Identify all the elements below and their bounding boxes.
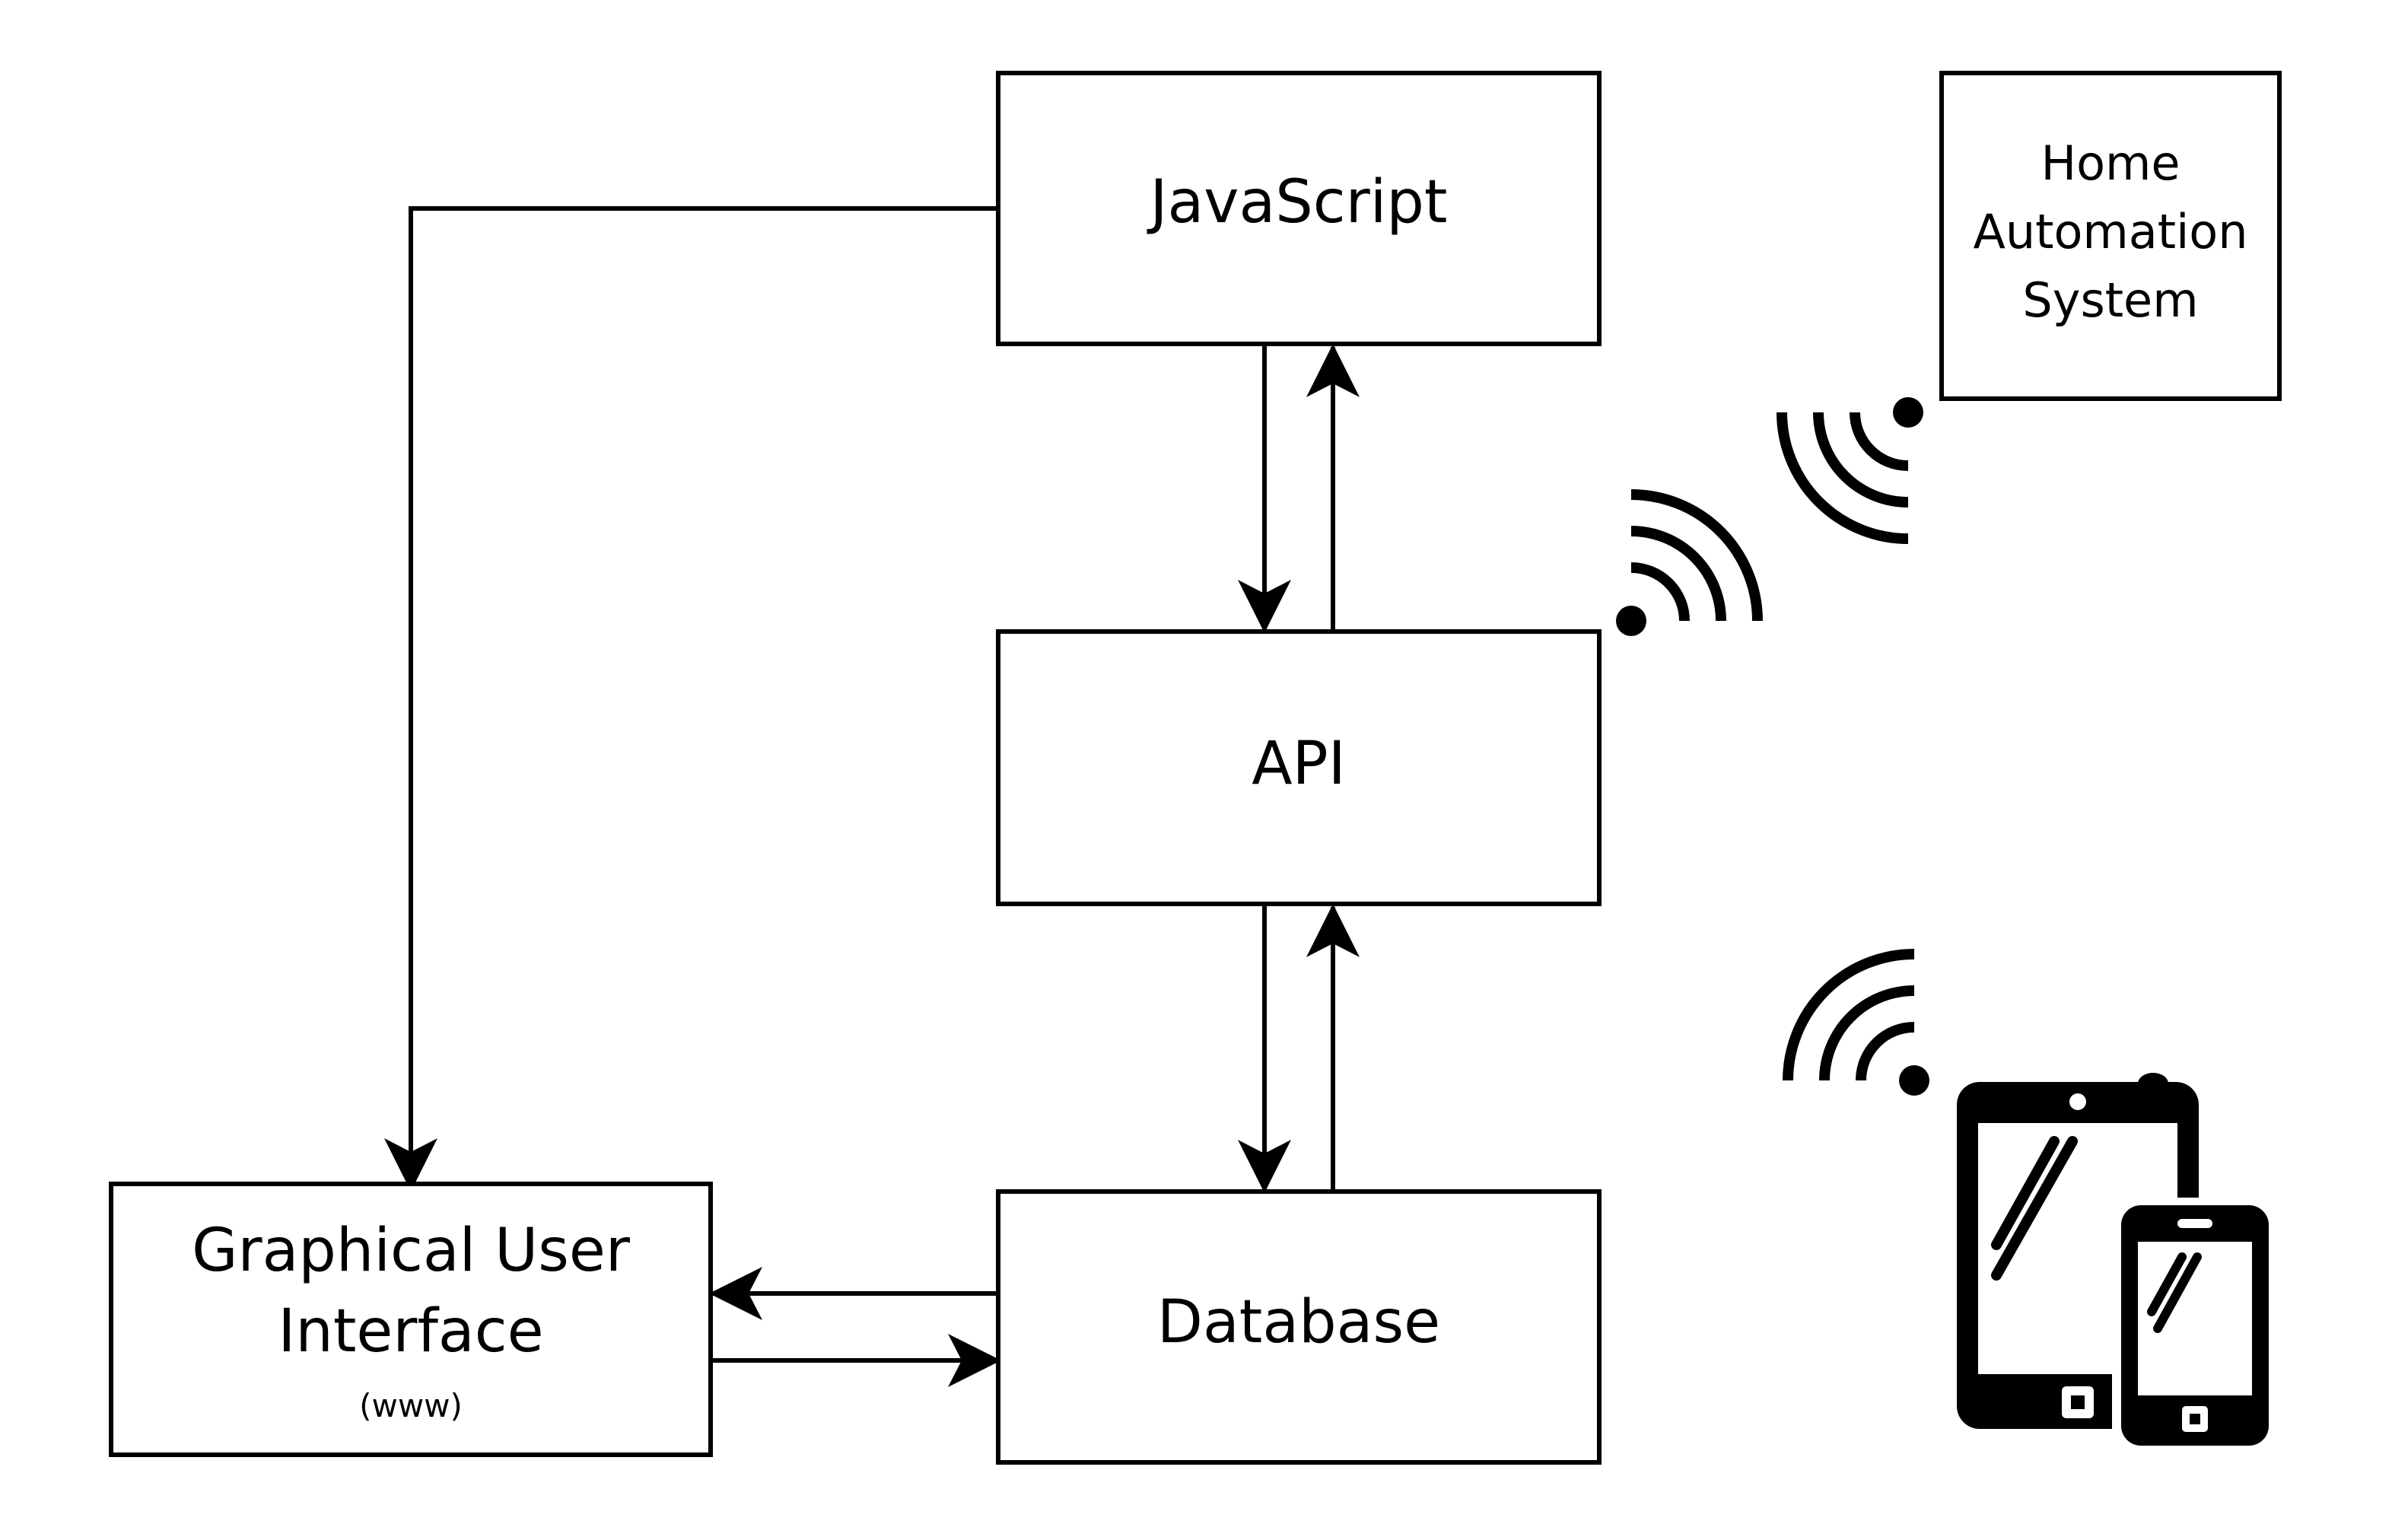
node-gui-label-line1: Graphical User [192, 1217, 631, 1285]
node-gui-sublabel: (www) [359, 1387, 463, 1424]
wifi-icon [1783, 949, 1929, 1096]
node-home-label-line3: System [2022, 272, 2198, 328]
wifi-icon [1777, 397, 1923, 544]
node-home-label-line1: Home [2041, 135, 2180, 191]
smartphone-icon [2112, 1198, 2278, 1452]
connectors [384, 206, 1360, 1387]
node-javascript: JavaScript [996, 71, 1602, 346]
node-database-label: Database [1157, 1288, 1440, 1357]
node-api: API [996, 629, 1602, 906]
edge-javascript-to-gui [384, 206, 998, 1192]
node-database: Database [996, 1189, 1602, 1465]
node-gui-label-line2: Interface [278, 1297, 543, 1366]
node-home-label-line2: Automation [1973, 204, 2247, 259]
wifi-icon [1616, 489, 1763, 636]
node-home-automation: Home Automation System [1939, 71, 2282, 401]
node-javascript-label: JavaScript [1147, 168, 1448, 237]
node-api-label: API [1252, 730, 1345, 798]
node-gui: Graphical User Interface (www) [109, 1182, 713, 1457]
